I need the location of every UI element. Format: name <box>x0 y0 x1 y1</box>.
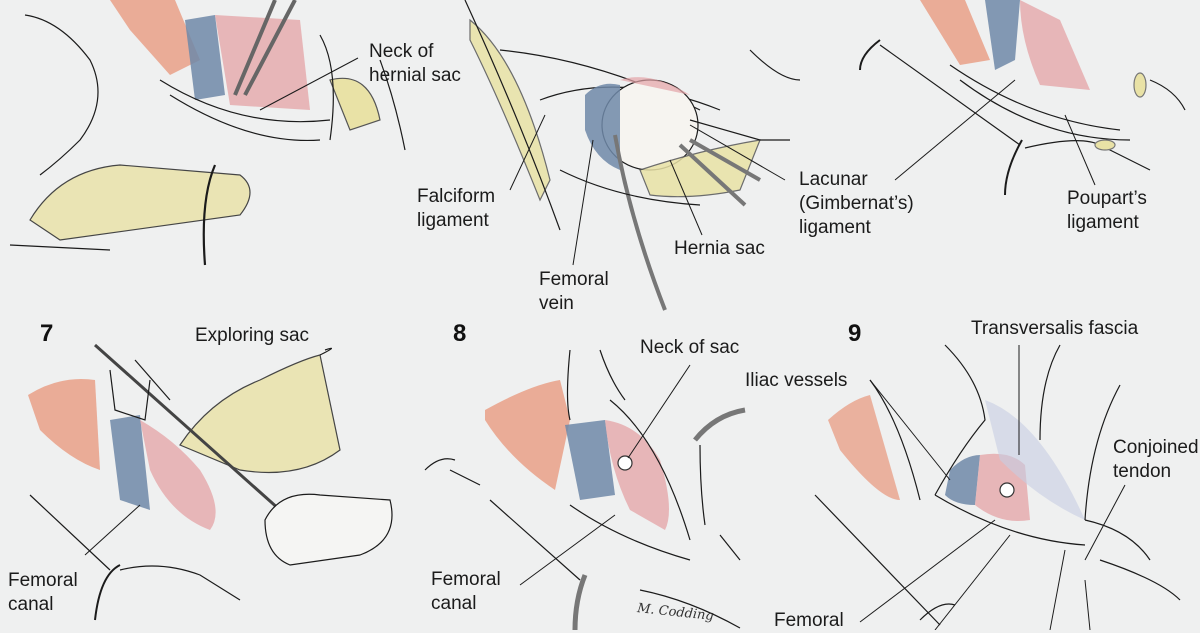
fat-tissue <box>1133 72 1147 98</box>
vein-tissue <box>565 420 615 500</box>
forceps <box>678 138 761 207</box>
retractor <box>859 39 881 71</box>
retractor <box>572 574 588 630</box>
retractor <box>94 564 121 621</box>
muscle-tissue <box>110 0 200 75</box>
label-iliac-vessels: Iliac vessels <box>745 370 848 391</box>
panel-top-middle-drawing <box>464 0 1016 311</box>
forceps <box>233 0 297 96</box>
panel-number-9: 9 <box>848 320 862 347</box>
panel-9-drawing <box>814 344 1181 630</box>
fat-tissue <box>469 18 551 202</box>
vein-tissue <box>945 455 980 505</box>
clamp <box>613 134 667 311</box>
retractor <box>693 407 746 442</box>
muscle-tissue <box>828 395 900 500</box>
fat-tissue <box>329 77 381 131</box>
label-hernia-sac: Hernia sac <box>674 238 765 259</box>
label-neck-of-hernial-sac: Neck of hernial sac <box>369 41 461 86</box>
label-femoral-canal-8: Femoral canal <box>431 569 501 614</box>
label-femoral-vein: Femoral vein <box>539 269 609 314</box>
panel-8-drawing <box>424 349 746 630</box>
panel-number-8: 8 <box>453 320 467 347</box>
probe <box>94 343 281 512</box>
panel-top-right-drawing <box>859 0 1186 196</box>
suture-knot <box>999 482 1015 498</box>
label-transversalis-fascia: Transversalis fascia <box>971 318 1139 339</box>
label-falciform-ligament: Falciform ligament <box>417 186 496 231</box>
label-pouparts-ligament: Poupart’s ligament <box>1067 188 1147 233</box>
panel-top-left-drawing <box>9 0 406 266</box>
vein-tissue <box>110 415 150 510</box>
label-conjoined-tendon: Conjoined tendon <box>1113 437 1199 482</box>
sac-tissue <box>605 420 669 530</box>
sac-tissue <box>140 420 216 530</box>
label-lacunar-ligament: Lacunar (Gimbernat’s) ligament <box>799 169 914 238</box>
label-neck-of-sac: Neck of sac <box>640 337 740 358</box>
thumb <box>264 493 393 566</box>
panel-7-drawing <box>28 343 393 621</box>
sac-tissue <box>1020 0 1090 90</box>
vein-tissue <box>985 0 1020 70</box>
suture-knot <box>617 455 633 471</box>
label-femoral-canal-7: Femoral canal <box>8 570 78 615</box>
vein-tissue <box>185 15 225 100</box>
muscle-tissue <box>28 379 100 470</box>
panel-number-7: 7 <box>40 320 54 347</box>
finger <box>29 164 251 241</box>
label-femoral-9: Femoral <box>774 610 844 631</box>
retractor <box>202 164 217 266</box>
fascia <box>985 400 1085 520</box>
muscle-tissue <box>485 380 570 490</box>
label-exploring-sac: Exploring sac <box>195 325 310 346</box>
vein-tissue <box>585 83 620 170</box>
fat-tissue <box>1094 139 1116 151</box>
finger <box>179 354 341 474</box>
muscle-tissue <box>920 0 990 65</box>
